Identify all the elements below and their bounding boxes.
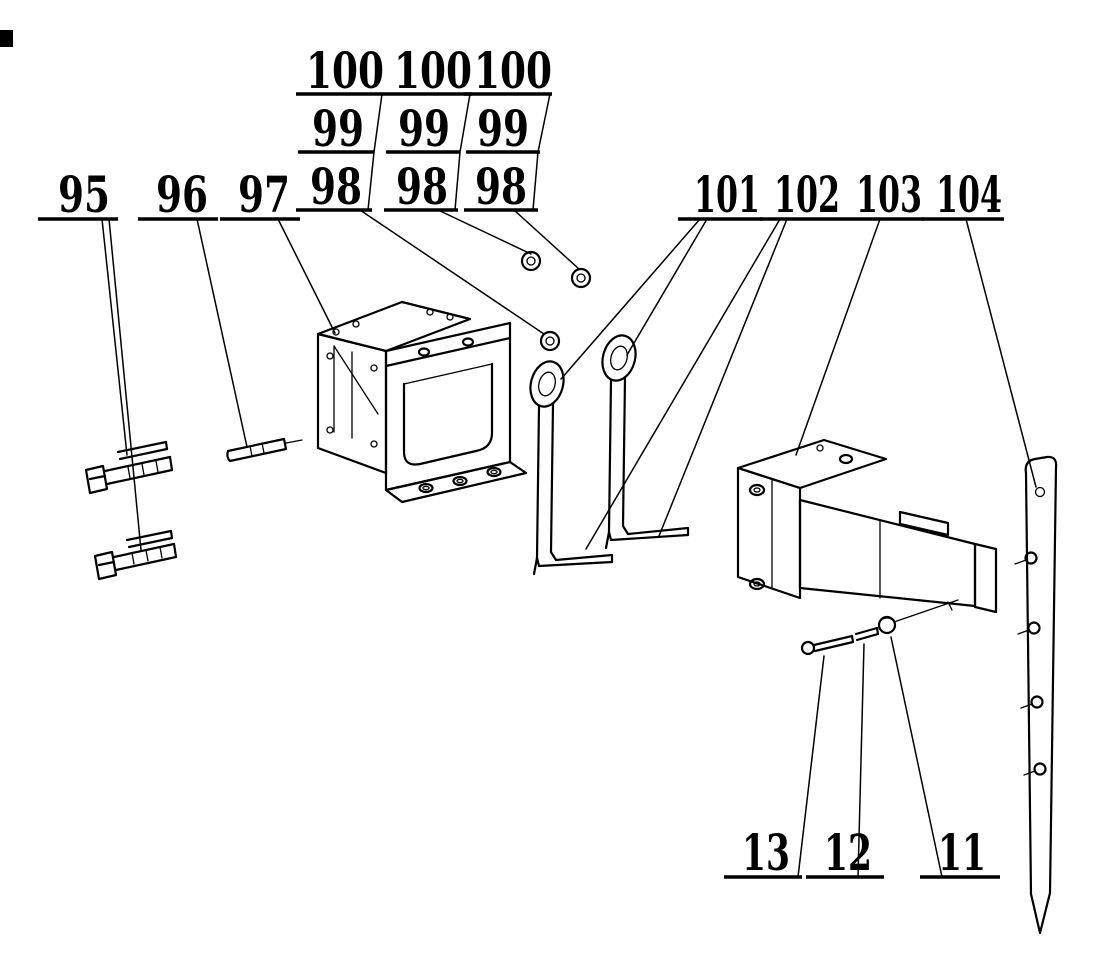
label-99-2: 99: [386, 99, 460, 158]
label-95: 95: [38, 165, 118, 224]
label-100-3: 100: [464, 41, 552, 100]
label-95-text: 95: [58, 165, 110, 224]
label-98-1: 98: [296, 157, 372, 216]
scan-artifact: [0, 30, 13, 47]
label-103-text: 103: [856, 165, 922, 224]
label-99-3-text: 99: [477, 99, 529, 158]
label-100-3-text: 100: [474, 41, 552, 100]
part-small-pin: [226, 437, 303, 463]
label-100-2: 100: [384, 41, 472, 100]
label-101-text: 101: [694, 165, 760, 224]
label-98-3: 98: [464, 157, 538, 216]
label-11: 11: [920, 823, 1000, 882]
label-100-1: 100: [296, 41, 384, 100]
label-104-text: 104: [936, 165, 1002, 224]
label-13: 13: [724, 823, 802, 882]
label-98-2: 98: [384, 157, 458, 216]
label-96-text: 96: [156, 165, 208, 224]
label-100-2-text: 100: [394, 41, 472, 100]
label-11-text: 11: [938, 823, 986, 882]
label-102: 102: [760, 165, 842, 224]
label-99-1: 99: [298, 99, 374, 158]
label-97: 97: [220, 165, 300, 224]
label-12: 12: [806, 823, 884, 882]
label-102-text: 102: [774, 165, 840, 224]
part-mount-bar: [1014, 455, 1058, 935]
part-eye-strap-left: [529, 360, 614, 576]
label-96: 96: [138, 165, 218, 224]
label-97-text: 97: [238, 165, 290, 224]
label-98-1-text: 98: [310, 157, 362, 216]
label-12-text: 12: [824, 823, 872, 882]
part-right-bracket: [736, 438, 998, 614]
part-left-screws: [84, 440, 178, 581]
label-98-2-text: 98: [396, 157, 448, 216]
label-100-1-text: 100: [306, 41, 384, 100]
part-eye-strap-right: [601, 334, 690, 550]
part-small-fasteners: [800, 599, 959, 656]
label-13-text: 13: [742, 823, 790, 882]
label-99-2-text: 99: [398, 99, 450, 158]
part-center-bracket: [316, 300, 528, 504]
part-fastener-nuts: [520, 250, 592, 352]
label-99-3: 99: [466, 99, 540, 158]
leader-lines: [101, 93, 1037, 878]
label-104: 104: [922, 165, 1004, 224]
label-103: 103: [842, 165, 924, 224]
label-101: 101: [678, 165, 762, 224]
label-99-1-text: 99: [312, 99, 364, 158]
label-98-3-text: 98: [475, 157, 527, 216]
